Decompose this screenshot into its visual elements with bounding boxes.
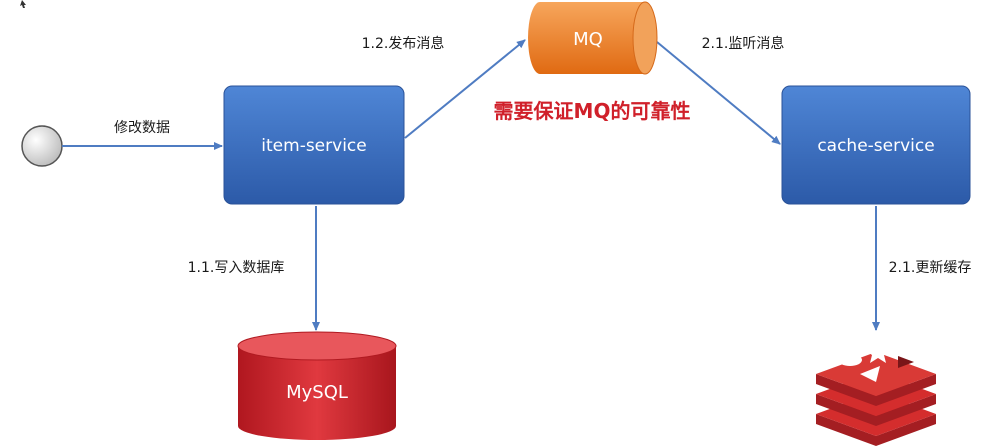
mq-label: MQ bbox=[573, 29, 603, 50]
reliability-note: 需要保证MQ的可靠性 bbox=[494, 99, 691, 123]
edge-label-update-cache: 2.1.更新缓存 bbox=[889, 260, 972, 276]
start-circle-icon bbox=[21, 125, 63, 167]
edge-label-write-db: 1.1.写入数据库 bbox=[188, 260, 285, 276]
mysql-label: MySQL bbox=[286, 382, 348, 403]
mq-node: MQ bbox=[528, 1, 658, 75]
cache-service-node: cache-service bbox=[781, 85, 971, 205]
mysql-node: MySQL bbox=[237, 331, 397, 440]
edge-label-modify-data: 修改数据 bbox=[114, 120, 170, 136]
arrow-listen-message bbox=[656, 41, 781, 145]
cache-service-label: cache-service bbox=[817, 136, 934, 156]
arrow-publish-message bbox=[404, 39, 526, 139]
edge-label-publish-message: 1.2.发布消息 bbox=[362, 35, 445, 52]
redis-logo-icon bbox=[816, 341, 936, 446]
item-service-label: item-service bbox=[261, 136, 366, 156]
edge-label-listen-message: 2.1.监听消息 bbox=[702, 35, 785, 52]
cursor-icon bbox=[20, 0, 26, 8]
item-service-node: item-service bbox=[223, 85, 405, 205]
